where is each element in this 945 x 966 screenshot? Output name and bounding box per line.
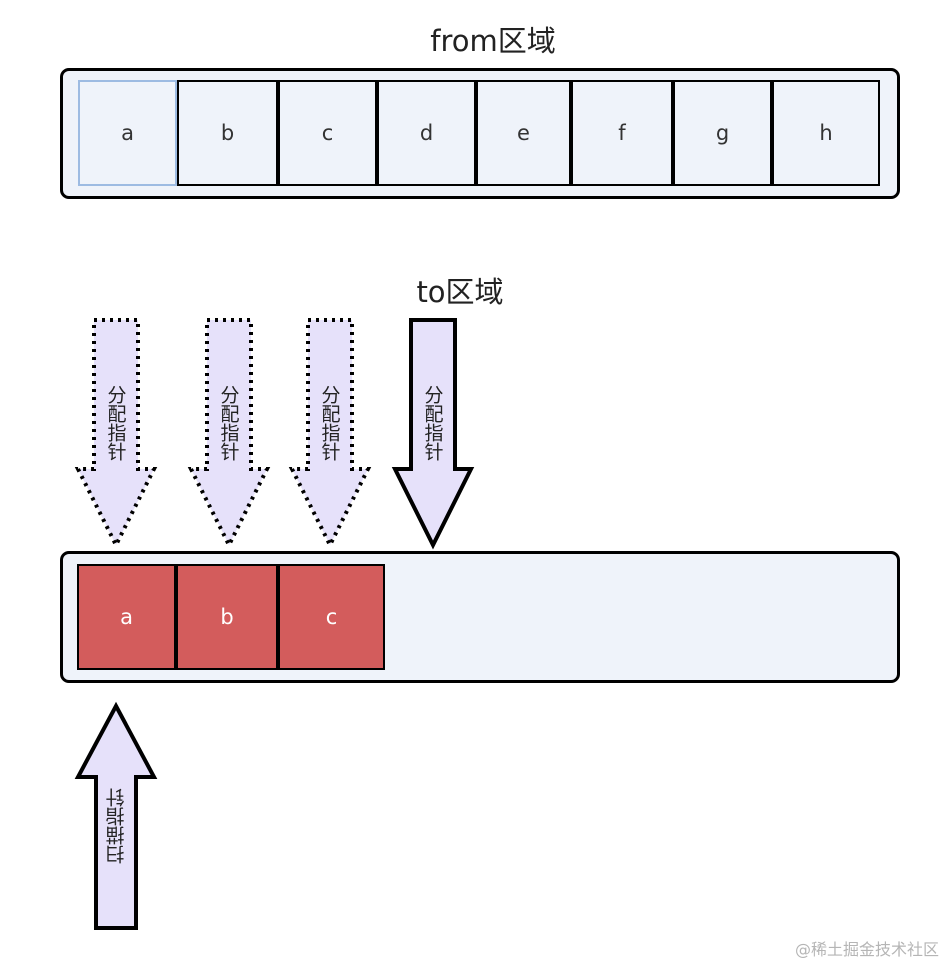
allocation-pointer-arrow-previous [74,318,158,550]
from-cell: b [177,80,278,186]
allocation-pointer-arrow-current [391,318,475,550]
watermark: @稀土掘金技术社区 [794,940,939,959]
pointer-arrows [74,318,475,930]
allocation-pointer-label: 分配指针 [421,385,444,461]
scan-pointer-arrow [74,701,158,930]
from-region-title: from区域 [430,24,556,58]
from-cell: c [278,80,377,186]
allocation-pointer-label: 分配指针 [318,385,341,461]
from-cell: a [78,80,177,186]
from-cell: h [772,80,880,186]
to-region-title: to区域 [416,275,504,309]
to-cell-copied: a [77,564,176,670]
allocation-pointer-label: 分配指针 [104,385,127,461]
to-cell-copied: c [278,564,385,670]
allocation-pointer-label: 分配指针 [217,385,240,461]
allocation-pointer-arrow-previous [187,318,271,550]
from-cell: f [571,80,673,186]
from-cell: d [377,80,476,186]
from-cell: e [476,80,571,186]
to-cell-copied: b [176,564,278,670]
scan-pointer-label: 扫描指针 [105,788,128,864]
from-cell: g [673,80,772,186]
allocation-pointer-arrow-previous [288,318,372,550]
